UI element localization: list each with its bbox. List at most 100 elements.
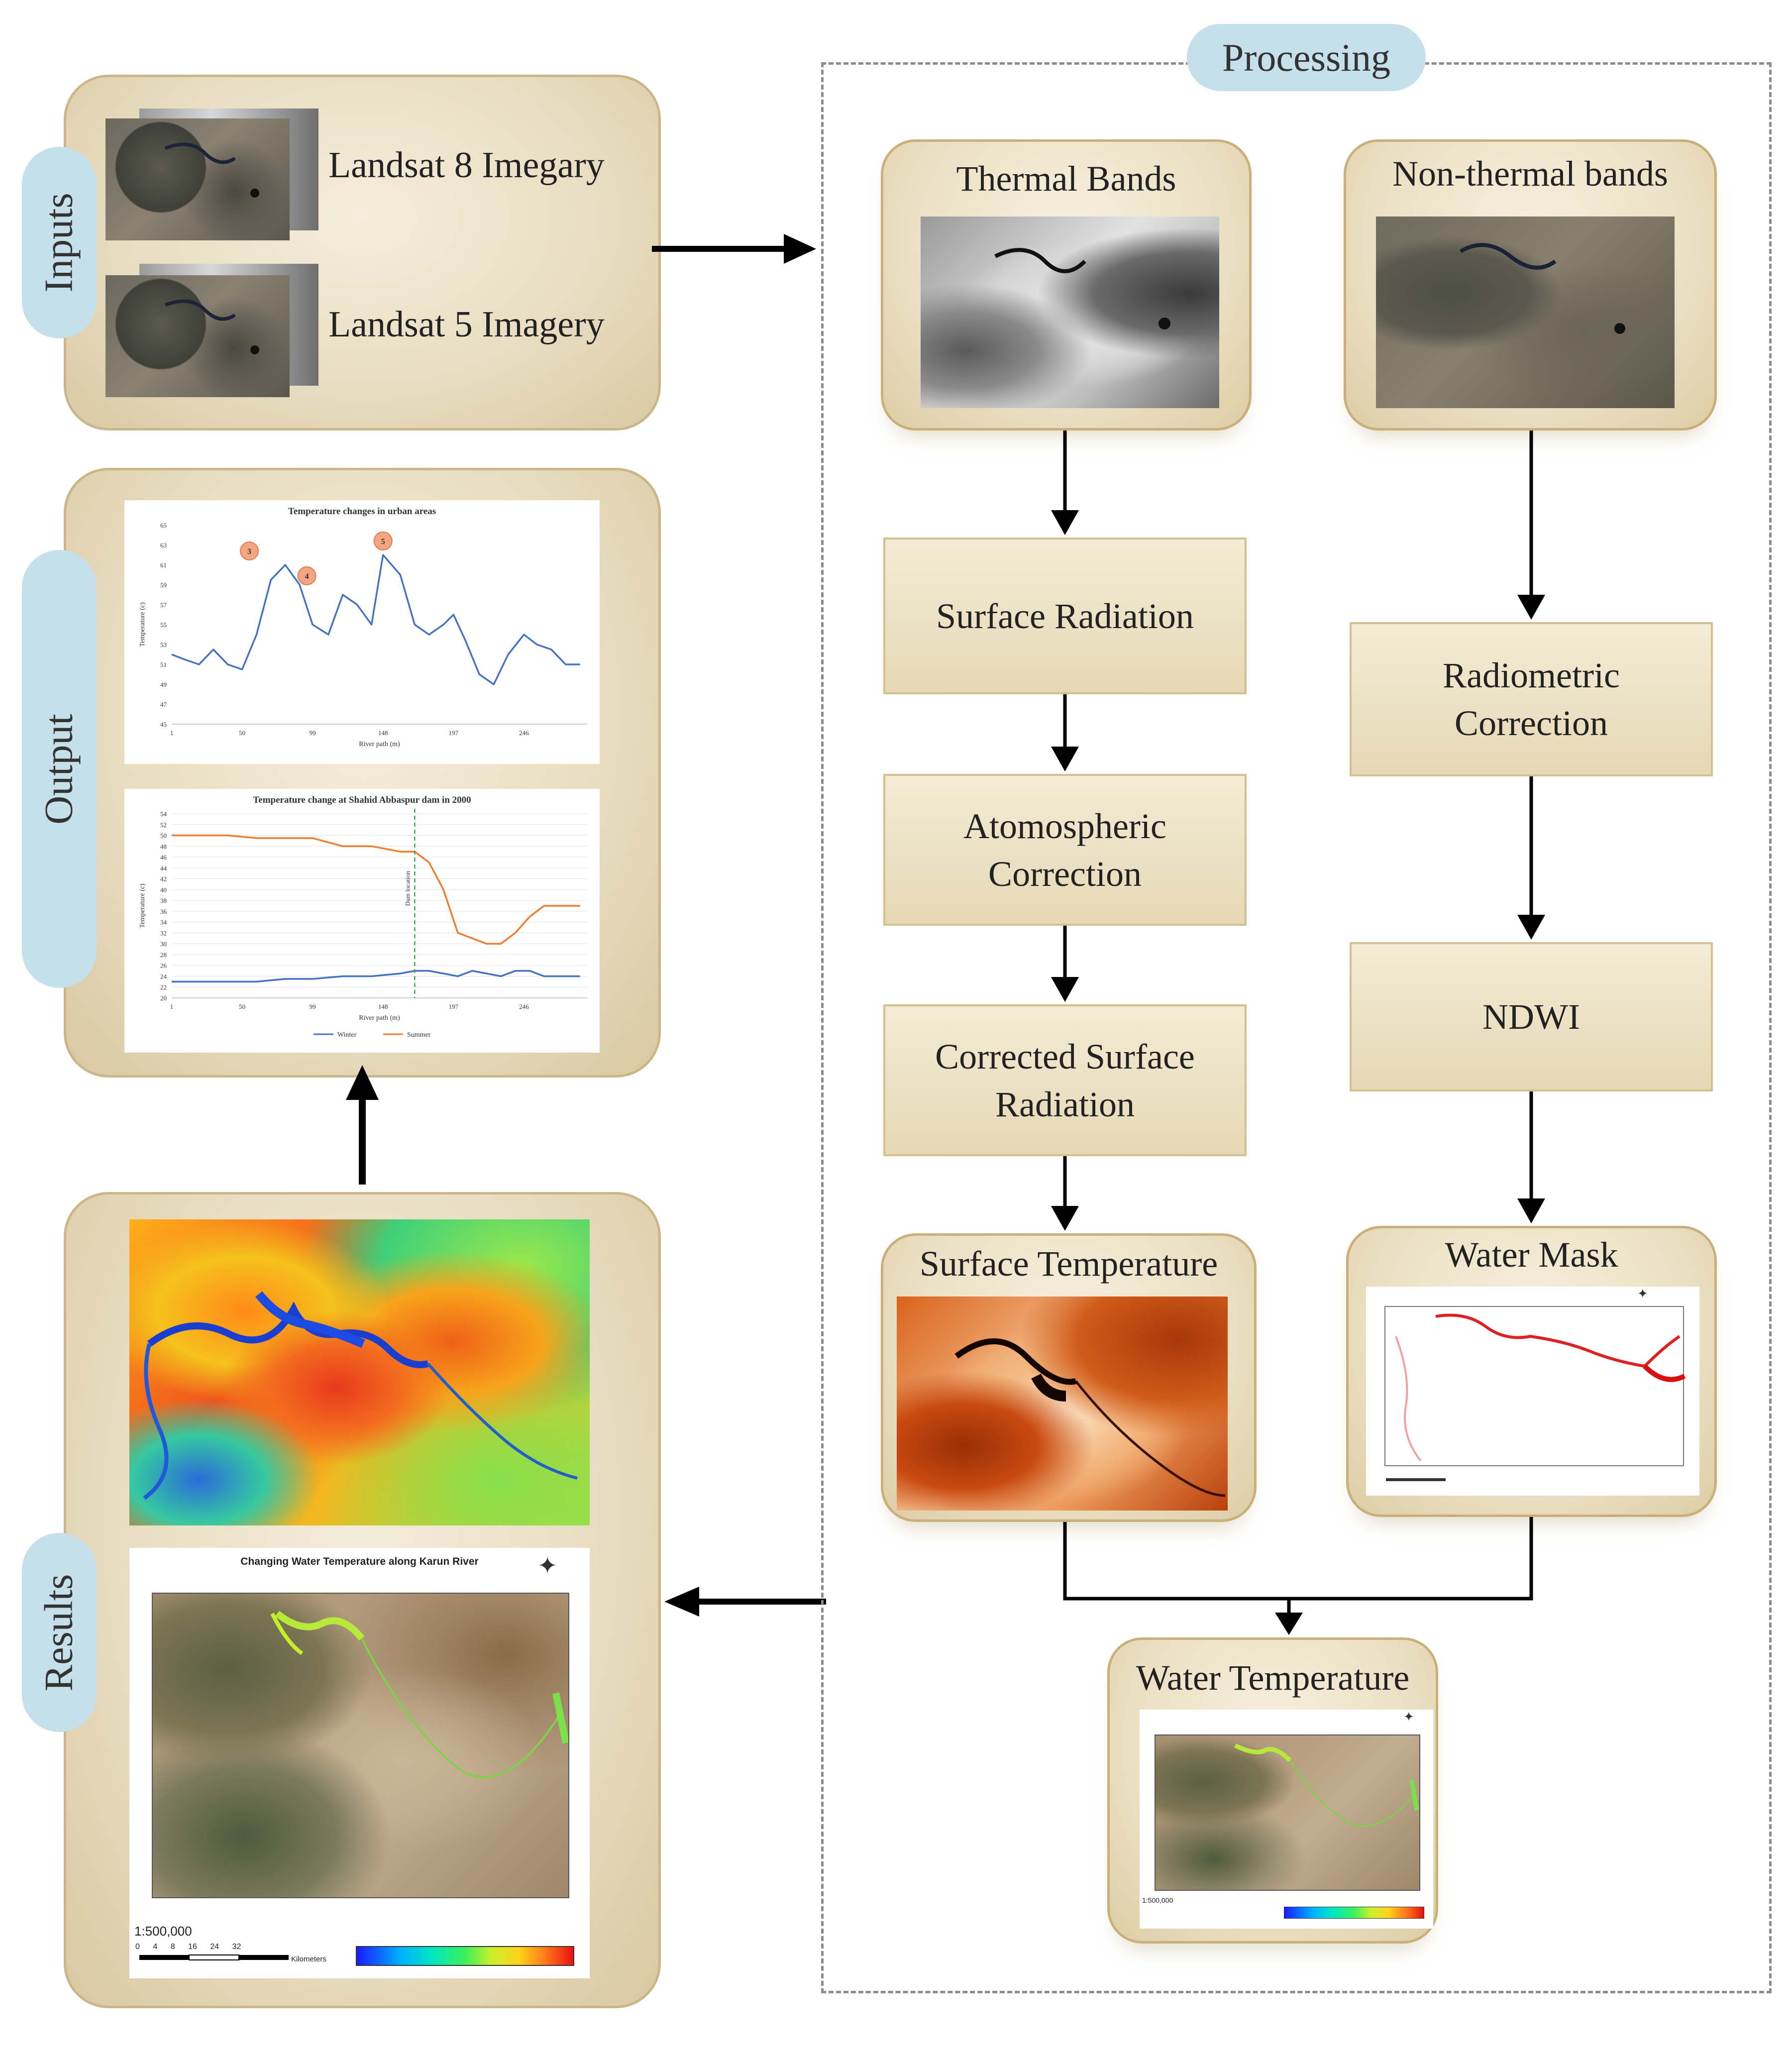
y-tick-label: 51 bbox=[160, 661, 167, 668]
atmospheric-correction-label: Atomospheric Correction bbox=[963, 806, 1166, 894]
x-tick-label: 1 bbox=[170, 729, 174, 737]
surface-radiation-label: Surface Radiation bbox=[936, 596, 1194, 636]
x-axis-label: River path (m) bbox=[359, 1014, 400, 1022]
y-tick-label: 63 bbox=[160, 542, 167, 549]
x-tick-label: 99 bbox=[310, 1003, 316, 1010]
landsat8-thumbnail bbox=[105, 118, 290, 240]
y-tick-label: 34 bbox=[160, 919, 167, 926]
chart-title: Temperature changes in urban areas bbox=[288, 506, 436, 517]
y-tick-label: 49 bbox=[160, 681, 167, 688]
y-tick-label: 45 bbox=[160, 721, 167, 728]
corrected-surface-radiation-label: Corrected Surface Radiation bbox=[935, 1036, 1195, 1124]
x-tick-label: 1 bbox=[170, 1003, 174, 1010]
results-label: Results bbox=[37, 1574, 81, 1691]
ndwi-box: NDWI bbox=[1350, 942, 1713, 1091]
y-tick-label: 40 bbox=[160, 886, 167, 893]
surface-radiation-box: Surface Radiation bbox=[883, 538, 1247, 694]
urban-temperature-chart-svg: Temperature changes in urban areas454749… bbox=[139, 506, 587, 748]
water-temperature-map-scale: 1:500,000 bbox=[1142, 1896, 1173, 1904]
y-tick-label: 53 bbox=[160, 641, 167, 649]
water-mask-map: ✦ bbox=[1366, 1287, 1699, 1496]
thermal-bands-image bbox=[921, 217, 1219, 408]
y-tick-label: 47 bbox=[160, 701, 167, 708]
inputs-label: Inputs bbox=[37, 193, 81, 293]
x-tick-label: 148 bbox=[378, 729, 388, 737]
x-tick-label: 50 bbox=[239, 729, 245, 737]
dam-temperature-chart-svg: Temperature change at Shahid Abbaspur da… bbox=[139, 795, 587, 1039]
landsat5-thumbnail bbox=[105, 275, 290, 397]
corrected-surface-radiation-box: Corrected Surface Radiation bbox=[883, 1004, 1247, 1156]
results-tab: Results bbox=[22, 1533, 97, 1732]
x-tick-label: 197 bbox=[449, 729, 459, 737]
y-axis-label: Temperature (c) bbox=[139, 883, 146, 928]
y-tick-label: 26 bbox=[160, 962, 167, 970]
atmospheric-correction-box: Atomospheric Correction bbox=[883, 774, 1247, 926]
series-line-temperature bbox=[171, 554, 580, 685]
y-tick-label: 55 bbox=[160, 621, 167, 629]
peak-marker-label: 5 bbox=[381, 538, 385, 546]
y-tick-label: 57 bbox=[160, 601, 167, 609]
processing-label: Processing bbox=[1222, 35, 1390, 79]
map-scale-ticks: 0 4 8 16 24 32 bbox=[135, 1943, 241, 1951]
map-scale-unit: Kilometers bbox=[291, 1955, 326, 1963]
y-tick-label: 32 bbox=[160, 929, 167, 937]
non-thermal-bands-image bbox=[1376, 217, 1675, 408]
map-title: Changing Water Temperature along Karun R… bbox=[240, 1556, 479, 1567]
thermal-bands-title: Thermal Bands bbox=[956, 159, 1176, 199]
y-tick-label: 52 bbox=[160, 821, 167, 829]
karun-river-satellite-image bbox=[152, 1593, 569, 1898]
peak-marker bbox=[240, 542, 259, 560]
y-tick-label: 36 bbox=[160, 908, 167, 915]
y-tick-label: 22 bbox=[160, 983, 167, 991]
y-tick-label: 28 bbox=[160, 951, 167, 959]
legend-label-summer: Summer bbox=[407, 1031, 431, 1039]
legend-label-winter: Winter bbox=[337, 1031, 357, 1039]
x-tick-label: 99 bbox=[310, 729, 316, 737]
dam-temperature-chart: Temperature change at Shahid Abbaspur da… bbox=[124, 789, 600, 1053]
inputs-tab: Inputs bbox=[22, 147, 97, 338]
y-tick-label: 30 bbox=[160, 940, 167, 948]
landsat8-label: Landsat 8 Imegary bbox=[328, 145, 605, 186]
map-scale: 1:500,000 bbox=[134, 1924, 192, 1939]
x-tick-label: 50 bbox=[239, 1003, 245, 1010]
water-temperature-satellite-image bbox=[1155, 1734, 1420, 1891]
map-color-legend bbox=[356, 1946, 574, 1966]
x-axis-label: River path (m) bbox=[359, 741, 400, 748]
water-temperature-color-legend bbox=[1284, 1907, 1424, 1919]
x-tick-label: 246 bbox=[519, 729, 529, 737]
y-tick-label: 42 bbox=[160, 875, 167, 883]
dam-location-label: Dam location bbox=[404, 870, 411, 906]
water-temperature-title: Water Temperature bbox=[1136, 1658, 1410, 1698]
y-tick-label: 50 bbox=[160, 832, 167, 840]
map-scale-bar bbox=[139, 1954, 289, 1960]
x-tick-label: 246 bbox=[519, 1003, 529, 1010]
chart-title: Temperature change at Shahid Abbaspur da… bbox=[253, 795, 471, 805]
series-line-winter bbox=[172, 970, 580, 983]
output-tab: Output bbox=[22, 550, 97, 988]
x-tick-label: 197 bbox=[449, 1003, 459, 1010]
radiometric-correction-box: Radiometric Correction bbox=[1350, 622, 1713, 776]
y-tick-label: 44 bbox=[160, 865, 167, 872]
water-mask-title: Water Mask bbox=[1445, 1235, 1618, 1275]
y-tick-label: 20 bbox=[160, 994, 167, 1002]
peak-marker-label: 4 bbox=[305, 572, 309, 581]
ndwi-label: NDWI bbox=[1482, 997, 1580, 1037]
radiometric-correction-label: Radiometric Correction bbox=[1443, 655, 1620, 743]
temperature-heatmap-image bbox=[129, 1219, 590, 1525]
y-tick-label: 54 bbox=[160, 810, 167, 818]
water-temperature-north-arrow-icon: ✦ bbox=[1403, 1710, 1414, 1725]
peak-marker-label: 3 bbox=[247, 547, 251, 556]
y-tick-label: 61 bbox=[160, 561, 167, 569]
non-thermal-bands-title: Non-thermal bands bbox=[1392, 154, 1668, 194]
y-tick-label: 65 bbox=[160, 522, 167, 529]
y-axis-label: Temperature (c) bbox=[139, 602, 146, 647]
water-mask-north-arrow-icon: ✦ bbox=[1637, 1287, 1648, 1301]
y-tick-label: 24 bbox=[160, 973, 167, 980]
water-temperature-map: ✦ 1:500,000 bbox=[1140, 1710, 1433, 1929]
x-tick-label: 148 bbox=[378, 1003, 388, 1010]
landsat5-label: Landsat 5 Imagery bbox=[328, 304, 605, 345]
karun-river-map: Changing Water Temperature along Karun R… bbox=[129, 1548, 590, 1978]
series-line-summer bbox=[172, 834, 580, 945]
surface-temperature-title: Surface Temperature bbox=[919, 1244, 1218, 1284]
